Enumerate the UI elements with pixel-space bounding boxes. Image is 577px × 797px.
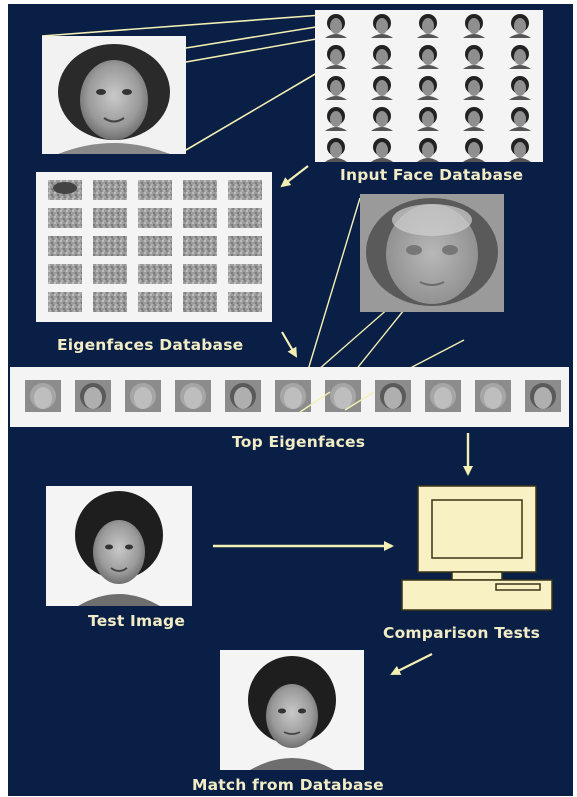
database-face-thumbnail <box>417 138 439 162</box>
eigenface-tile <box>48 292 82 312</box>
top-eigenface-tile <box>175 380 211 412</box>
database-face-thumbnail <box>371 138 393 162</box>
label-input-face-database: Input Face Database <box>340 166 524 184</box>
input-face-connector-lines <box>41 14 323 151</box>
top-eigenface-tile <box>125 380 161 412</box>
database-face-thumbnail <box>371 107 393 131</box>
database-face-thumbnail <box>371 76 393 100</box>
eigenface-tile <box>93 264 127 284</box>
database-face-thumbnail <box>463 14 485 38</box>
database-face-thumbnail <box>463 107 485 131</box>
eigenfaces-database-grid <box>36 172 272 322</box>
eigenface-tile <box>93 236 127 256</box>
eigenface-tile <box>228 264 262 284</box>
eigenface-tile <box>228 180 262 200</box>
label-comparison-tests: Comparison Tests <box>383 624 541 642</box>
database-face-thumbnail <box>371 45 393 69</box>
eigenface-tile <box>93 180 127 200</box>
input-face-database-grid <box>315 10 543 162</box>
eigenface-tile <box>228 208 262 228</box>
database-face-thumbnail <box>417 107 439 131</box>
top-eigenfaces-strip <box>10 367 569 427</box>
eigenface-tile <box>48 208 82 228</box>
database-face-thumbnail <box>509 14 531 38</box>
eigenface-tile <box>138 236 172 256</box>
database-face-thumbnail <box>417 76 439 100</box>
top-eigenface-tile <box>275 380 311 412</box>
label-test-image: Test Image <box>88 612 186 630</box>
arrow-to-top-eigenfaces <box>281 331 298 358</box>
top-eigenface-tile <box>425 380 461 412</box>
eigenface-tile <box>48 236 82 256</box>
database-face-thumbnail <box>325 138 347 162</box>
eigenface-tile <box>93 292 127 312</box>
top-eigenface-tile <box>525 380 561 412</box>
strip-connector-overlay <box>299 391 375 413</box>
eigenface-tile <box>138 264 172 284</box>
database-face-thumbnail <box>509 45 531 69</box>
input-face-photo <box>42 36 186 154</box>
label-match-from-database: Match from Database <box>192 776 384 794</box>
database-face-thumbnail <box>325 107 347 131</box>
eigenface-tile <box>183 236 217 256</box>
match-image-photo <box>220 650 364 770</box>
eigenface-tile <box>93 208 127 228</box>
database-face-thumbnail <box>417 45 439 69</box>
database-face-thumbnail <box>509 138 531 162</box>
top-eigenface-tile <box>325 380 361 412</box>
top-eigenface-tile <box>225 380 261 412</box>
eigenface-tile <box>138 180 172 200</box>
top-eigenface-tile <box>475 380 511 412</box>
database-face-thumbnail <box>417 14 439 38</box>
eigenface-tile <box>48 264 82 284</box>
computer-icon <box>401 485 553 611</box>
database-face-thumbnail <box>509 107 531 131</box>
database-face-thumbnail <box>325 14 347 38</box>
database-face-thumbnail <box>325 76 347 100</box>
database-face-thumbnail <box>509 76 531 100</box>
eigenface-tile <box>183 208 217 228</box>
database-face-thumbnail <box>463 138 485 162</box>
eigenface-tile <box>183 292 217 312</box>
top-eigenface-tile <box>75 380 111 412</box>
arrow-to-eigenfaces-database <box>280 165 309 188</box>
database-face-thumbnail <box>463 76 485 100</box>
test-image-photo <box>46 486 192 606</box>
arrow-to-match <box>390 653 433 675</box>
eigenface-tile <box>228 292 262 312</box>
eigenface-tile <box>48 180 82 200</box>
eigenface-tile <box>228 236 262 256</box>
eigenface-tile <box>138 292 172 312</box>
eigenface-tile <box>183 264 217 284</box>
label-eigenfaces-database: Eigenfaces Database <box>57 336 244 354</box>
database-face-thumbnail <box>325 45 347 69</box>
top-eigenface-tile <box>25 380 61 412</box>
large-eigenface <box>360 194 504 312</box>
label-top-eigenfaces: Top Eigenfaces <box>232 433 366 451</box>
database-face-thumbnail <box>463 45 485 69</box>
top-eigenface-tile <box>375 380 411 412</box>
eigenface-tile <box>183 180 217 200</box>
eigenface-tile <box>138 208 172 228</box>
database-face-thumbnail <box>371 14 393 38</box>
